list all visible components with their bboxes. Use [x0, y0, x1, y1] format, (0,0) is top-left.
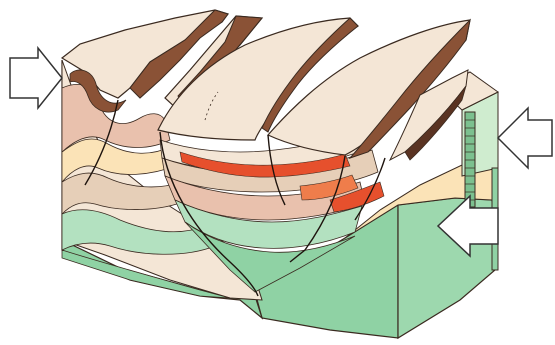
drill-column — [465, 112, 475, 207]
compression-arrow-right-upper — [498, 108, 552, 168]
compression-arrow-left — [10, 48, 62, 108]
